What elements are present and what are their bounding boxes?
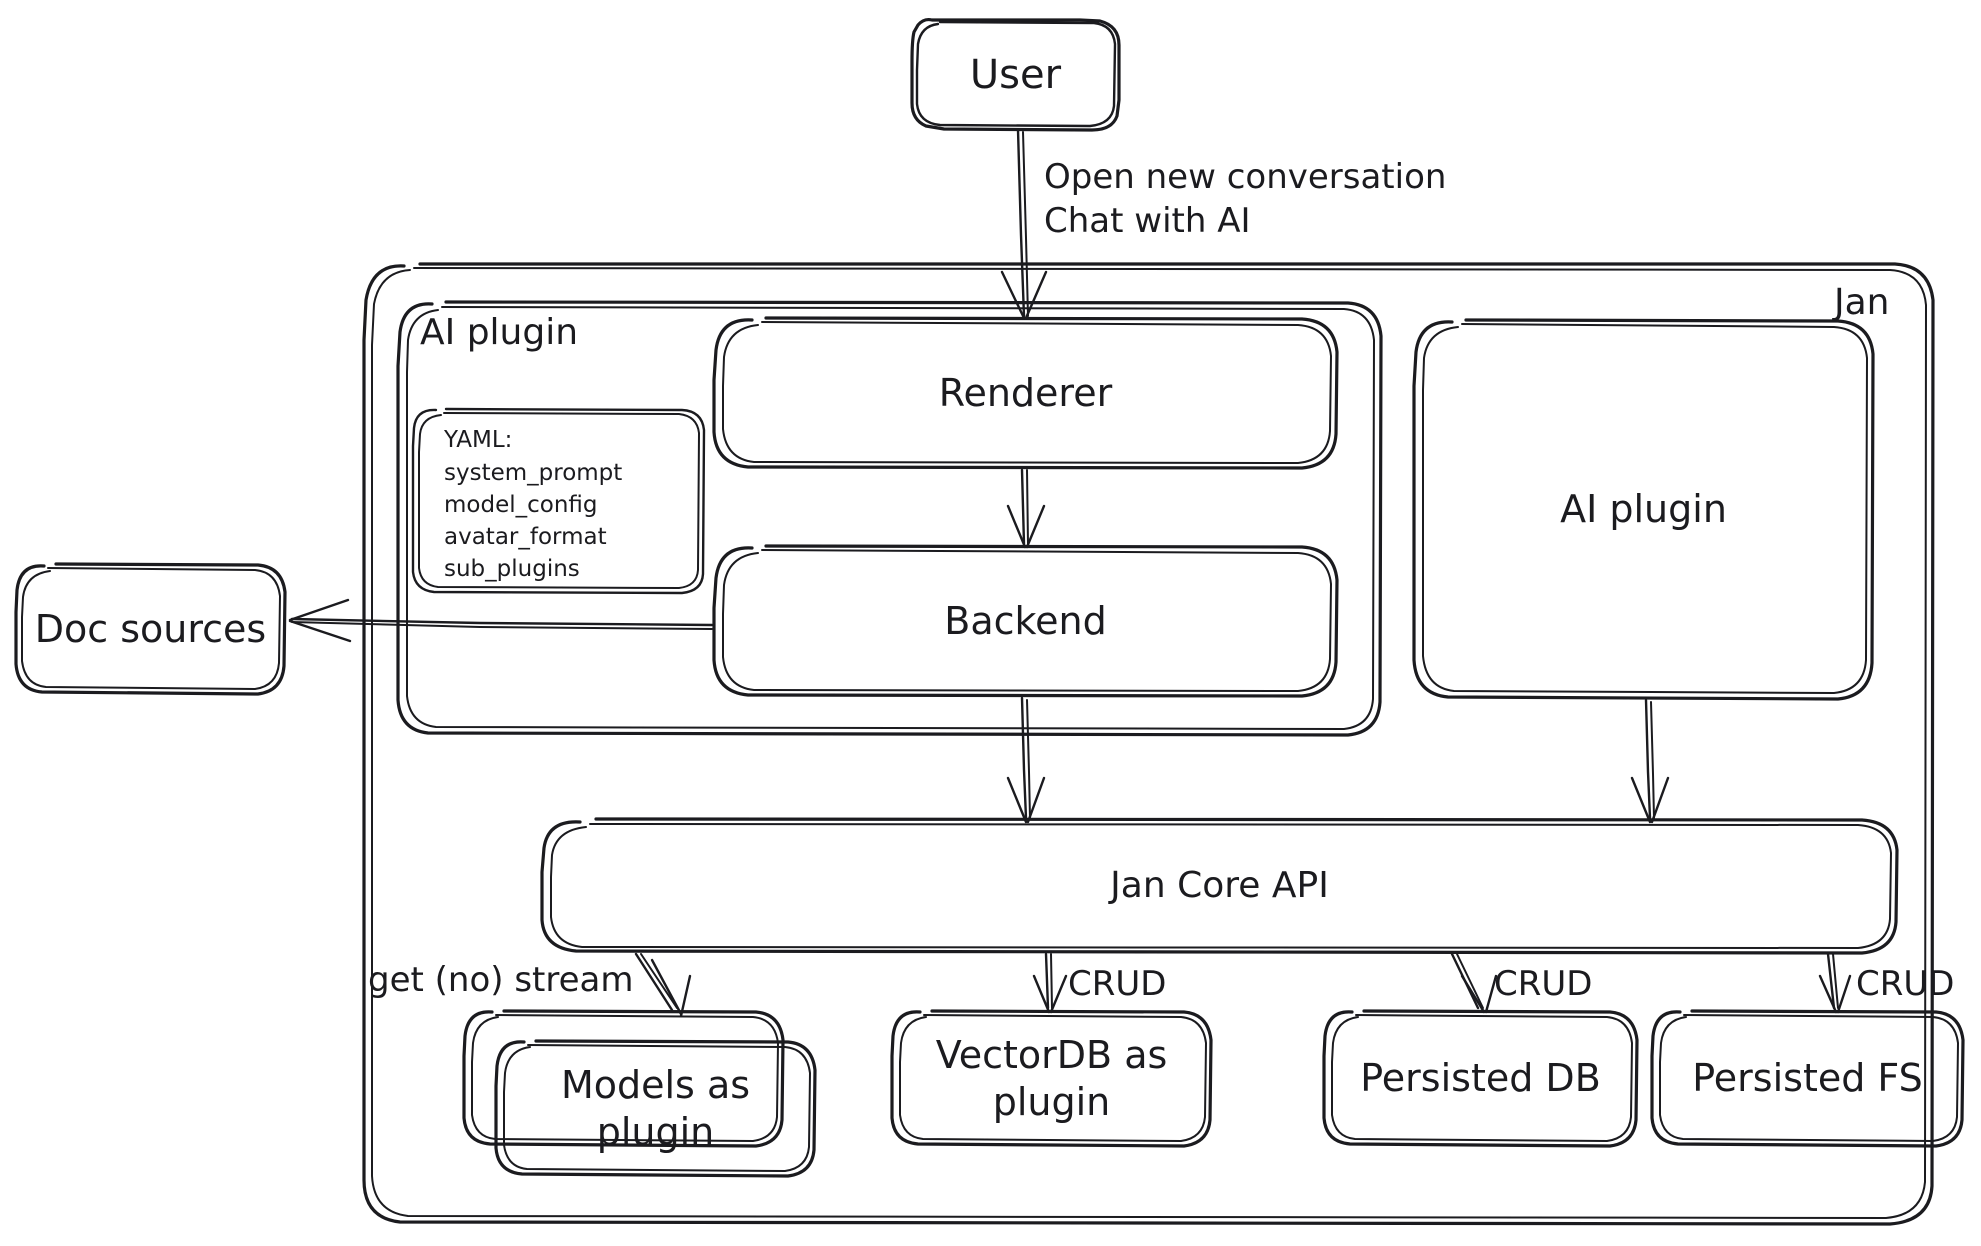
node-models-as-plugin-label: Models as plugin (560, 1063, 751, 1154)
edge-core-to-vectordb (1032, 952, 1068, 1014)
yaml-key-avatar-format: avatar_format (444, 524, 607, 550)
node-renderer[interactable]: Renderer (714, 318, 1337, 468)
edge-label-crud-persisted-fs: CRUD (1856, 964, 1955, 1004)
node-persisted-db-label: Persisted DB (1360, 1056, 1601, 1101)
node-user[interactable]: User (912, 20, 1119, 130)
edge-label-crud-persisted-db: CRUD (1494, 964, 1593, 1004)
node-jan-core-api[interactable]: Jan Core API (542, 819, 1897, 953)
node-vectordb-as-plugin[interactable]: VectorDB as plugin (892, 1011, 1211, 1146)
edge-label-get-no-stream: get (no) stream (368, 960, 634, 1000)
edge-renderer-to-backend (1006, 468, 1046, 549)
yaml-key-model-config: model_config (444, 492, 598, 518)
node-doc-sources[interactable]: Doc sources (16, 564, 285, 694)
node-backend-label: Backend (944, 598, 1107, 643)
node-ai-plugin-right[interactable]: AI plugin (1414, 320, 1873, 699)
yaml-key-system-prompt: system_prompt (444, 460, 623, 486)
ai-plugin-group-label: AI plugin (420, 312, 579, 353)
yaml-key-sub-plugins: sub_plugins (444, 556, 580, 582)
node-doc-sources-label: Doc sources (34, 606, 267, 651)
node-persisted-fs-label: Persisted FS (1692, 1056, 1923, 1101)
edge-label-user-to-renderer: Open new conversation Chat with AI (1044, 157, 1447, 242)
edge-backend-to-core (1006, 696, 1046, 824)
node-user-label: User (969, 51, 1062, 98)
yaml-card-heading: YAML: (444, 427, 513, 453)
node-persisted-db[interactable]: Persisted DB (1324, 1011, 1637, 1146)
jan-container-label: Jan (1834, 282, 1890, 323)
edge-core-to-persisted-fs (1818, 952, 1852, 1014)
edge-ai-plugin-to-core (1630, 698, 1670, 824)
node-jan-core-api-label: Jan Core API (1110, 865, 1329, 907)
edge-backend-to-doc-sources (288, 598, 714, 643)
node-persisted-fs[interactable]: Persisted FS (1652, 1011, 1963, 1146)
edge-label-crud-vectordb: CRUD (1068, 964, 1167, 1004)
node-models-as-plugin[interactable]: Models as plugin (496, 1041, 815, 1176)
edge-user-to-renderer (1000, 128, 1048, 320)
node-vectordb-as-plugin-label: VectorDB as plugin (935, 1033, 1168, 1124)
edge-core-to-persisted-db (1450, 952, 1498, 1014)
node-backend[interactable]: Backend (714, 546, 1337, 696)
edge-core-to-models (634, 952, 692, 1018)
node-ai-plugin-right-label: AI plugin (1560, 487, 1727, 532)
node-renderer-label: Renderer (938, 370, 1113, 415)
